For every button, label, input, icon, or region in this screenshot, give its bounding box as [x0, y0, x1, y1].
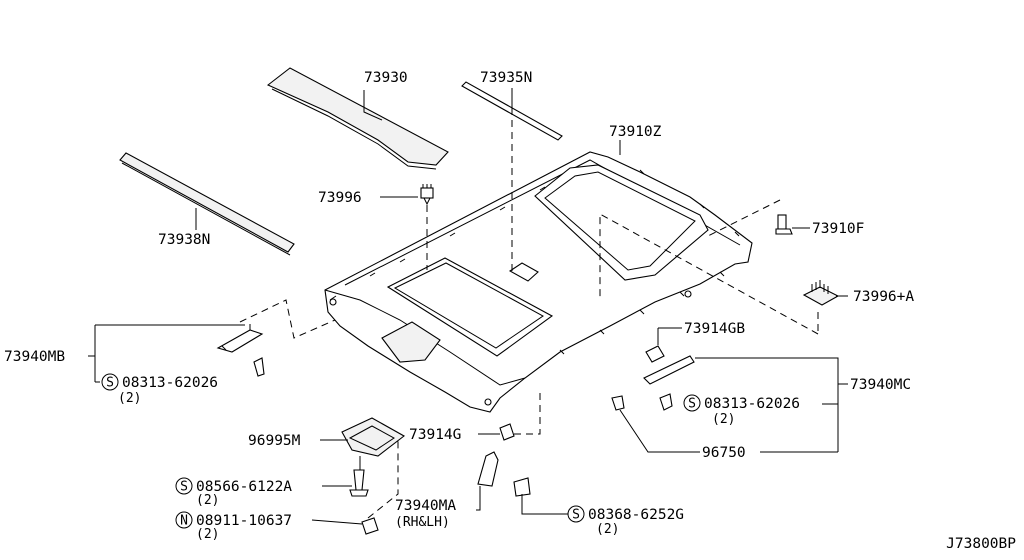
part-73914G-illustration: [499, 423, 515, 441]
part-73996A-illustration: [802, 280, 840, 306]
part-73996-illustration: [420, 184, 434, 206]
part-73938N-illustration: [119, 152, 295, 256]
fastener-08313-left: S 08313-62026 (2): [101, 373, 218, 406]
label-73940MA-side: (RH&LH): [395, 515, 450, 530]
label-73940MC: 73940MC: [850, 377, 911, 393]
part-screw-08566-illustration: [349, 469, 369, 497]
label-73935N: 73935N: [480, 70, 532, 86]
label-73938N: 73938N: [158, 232, 210, 248]
s-symbol-icon: [567, 505, 585, 523]
part-73940MA-illustration: [477, 451, 531, 497]
label-96995M: 96995M: [248, 433, 301, 449]
fastener-number: 08368-6252G: [588, 507, 684, 523]
diagram-id: J73800BP: [946, 536, 1016, 552]
fastener-prefix: S: [688, 397, 696, 412]
label-73996: 73996: [318, 190, 362, 206]
label-73996A: 73996+A: [853, 289, 914, 305]
part-73914GB-illustration: [645, 345, 665, 363]
part-nut-08911-illustration: [361, 517, 379, 535]
part-73940MB-illustration: [216, 324, 265, 377]
fastener-08368: S 08368-6252G (2): [567, 505, 684, 537]
fastener-qty: (2): [118, 391, 141, 406]
fastener-number: 08911-10637: [196, 513, 292, 529]
leader-lines: [88, 88, 848, 525]
fastener-08566: S 08566-6122A (2): [175, 477, 292, 508]
fastener-08313-right: S 08313-62026 (2): [683, 394, 800, 427]
label-73940MA: 73940MA: [395, 498, 456, 514]
fastener-number: 08566-6122A: [196, 479, 292, 495]
fastener-qty: (2): [196, 493, 219, 508]
fastener-qty: (2): [196, 527, 219, 542]
fastener-08911: N 08911-10637 (2): [175, 511, 292, 542]
fastener-prefix: S: [106, 376, 114, 391]
s-symbol-icon: [175, 477, 193, 495]
fastener-number: 08313-62026: [704, 396, 800, 412]
part-73930-illustration: [266, 67, 449, 170]
part-96750-illustration: [611, 395, 625, 411]
fastener-prefix: S: [180, 480, 188, 495]
label-73930: 73930: [364, 70, 408, 86]
label-73914G: 73914G: [409, 427, 461, 443]
fastener-prefix: N: [180, 514, 188, 529]
part-73910F-illustration: [775, 214, 793, 235]
label-73914GB: 73914GB: [684, 321, 745, 337]
s-symbol-icon: [101, 373, 119, 391]
fastener-qty: (2): [596, 522, 619, 537]
fastener-qty: (2): [712, 412, 735, 427]
part-73940MC-illustration: [643, 355, 695, 411]
s-symbol-icon: [683, 394, 701, 412]
n-symbol-icon: [175, 511, 193, 529]
fastener-prefix: S: [572, 508, 580, 523]
label-73940MB: 73940MB: [4, 349, 65, 365]
label-73910Z: 73910Z: [609, 124, 662, 140]
fastener-number: 08313-62026: [122, 375, 218, 391]
label-73910F: 73910F: [812, 221, 864, 237]
part-73910Z-headlining: [324, 151, 753, 413]
label-96750: 96750: [702, 445, 746, 461]
part-96995M-illustration: [341, 417, 405, 457]
